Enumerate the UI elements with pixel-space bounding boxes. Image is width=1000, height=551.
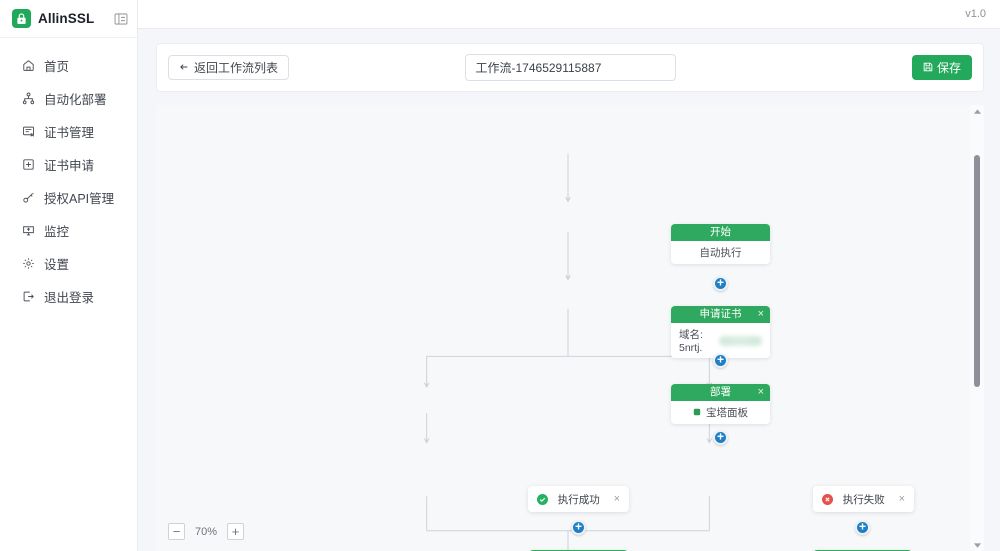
content-pad: 返回工作流列表 保存: [138, 29, 1000, 551]
sidebar-item-api-auth[interactable]: 授权API管理: [0, 181, 137, 214]
add-node-after-deploy[interactable]: +: [713, 430, 728, 445]
error-circle-icon: [822, 493, 833, 505]
node-deploy-body-text: 宝塔面板: [706, 407, 748, 419]
node-deploy-body: 宝塔面板: [671, 401, 770, 424]
save-label: 保存: [936, 61, 961, 75]
node-start-body-text: 自动执行: [699, 247, 742, 259]
sidebar-item-monitor[interactable]: 监控: [0, 214, 137, 247]
node-deploy-header: 部署 ×: [671, 384, 770, 401]
brand-header: AllinSSL: [0, 0, 137, 38]
key-icon: [21, 191, 35, 205]
sidebar-nav: 首页 自动化部署: [0, 38, 137, 313]
workflow-toolbar: 返回工作流列表 保存: [156, 43, 984, 92]
logout-icon: [21, 290, 35, 304]
sidebar-item-label: 首页: [44, 60, 70, 74]
add-node-after-start[interactable]: +: [713, 276, 728, 291]
zoom-level-label: 70%: [194, 525, 218, 538]
node-apply-cert-domain: 域名: 5nrtj.: [679, 329, 703, 354]
check-circle-icon: [537, 493, 548, 505]
sidebar-item-label: 设置: [44, 258, 70, 272]
node-start[interactable]: 开始 自动执行: [671, 224, 770, 264]
node-start-body: 自动执行: [671, 241, 770, 264]
certificate-icon: [21, 125, 35, 139]
node-branch-success[interactable]: 执行成功 ×: [528, 486, 629, 512]
caret-down-icon[interactable]: [970, 539, 984, 551]
gear-icon: [21, 257, 35, 271]
node-apply-cert[interactable]: 申请证书 × 域名: 5nrtj.: [671, 306, 770, 358]
sidebar-item-label: 监控: [44, 225, 70, 239]
zoom-out-button[interactable]: −: [168, 523, 185, 540]
close-icon[interactable]: ×: [898, 493, 905, 505]
flow-nodes: 开始 自动执行 + 申请证书 ×: [156, 105, 984, 551]
sidebar-item-label: 自动化部署: [44, 93, 107, 107]
node-start-header: 开始: [671, 224, 770, 241]
add-node-after-apply-cert[interactable]: +: [713, 353, 728, 368]
node-deploy-title: 部署: [710, 386, 731, 398]
sidebar: AllinSSL 首页: [0, 0, 138, 551]
sidebar-item-logout[interactable]: 退出登录: [0, 280, 137, 313]
back-to-list-label: 返回工作流列表: [194, 61, 279, 75]
sidebar-item-home[interactable]: 首页: [0, 49, 137, 82]
node-deploy[interactable]: 部署 × 宝塔面板: [671, 384, 770, 424]
sitemap-icon: [21, 92, 35, 106]
add-node-after-branch-success[interactable]: +: [571, 520, 586, 535]
workflow-name-wrap: [157, 54, 983, 81]
zoom-controls: − 70% +: [168, 523, 244, 540]
lock-icon: [12, 9, 31, 28]
flow-canvas-wrap[interactable]: 开始 自动执行 + 申请证书 ×: [156, 105, 984, 551]
save-icon: [923, 61, 933, 75]
canvas-vertical-scrollbar[interactable]: [970, 105, 984, 551]
monitor-icon: [21, 224, 35, 238]
brand-name: AllinSSL: [38, 11, 95, 26]
flow-canvas[interactable]: 开始 自动执行 + 申请证书 ×: [156, 105, 984, 551]
home-icon: [21, 59, 35, 73]
node-start-title: 开始: [710, 226, 731, 238]
back-to-list-button[interactable]: 返回工作流列表: [168, 55, 290, 80]
caret-up-icon[interactable]: [970, 105, 984, 117]
close-icon[interactable]: ×: [757, 308, 764, 320]
node-apply-cert-body: 域名: 5nrtj.: [671, 323, 770, 358]
add-node-after-branch-fail[interactable]: +: [855, 520, 870, 535]
node-branch-fail-label: 执行失败: [842, 493, 885, 506]
arrow-left-icon: [179, 61, 189, 75]
close-icon[interactable]: ×: [613, 493, 620, 505]
sidebar-item-label: 证书申请: [44, 159, 95, 173]
scrollbar-thumb[interactable]: [974, 155, 980, 387]
sidebar-item-settings[interactable]: 设置: [0, 247, 137, 280]
zoom-in-button[interactable]: +: [227, 523, 244, 540]
node-apply-cert-title: 申请证书: [699, 308, 742, 320]
node-branch-success-label: 执行成功: [557, 493, 600, 506]
scrollbar-track[interactable]: [970, 117, 984, 539]
sidebar-item-label: 授权API管理: [44, 192, 115, 206]
node-branch-fail[interactable]: 执行失败 ×: [813, 486, 914, 512]
plus-square-icon: [21, 158, 35, 172]
version-label: v1.0: [965, 8, 986, 20]
bt-panel-icon: [693, 407, 701, 419]
top-bar: v1.0: [138, 0, 1000, 29]
menu-collapse-icon[interactable]: [113, 11, 128, 26]
sidebar-item-label: 退出登录: [44, 291, 95, 305]
close-icon[interactable]: ×: [757, 386, 764, 398]
sidebar-item-auto-deploy[interactable]: 自动化部署: [0, 82, 137, 115]
sidebar-item-cert-manage[interactable]: 证书管理: [0, 115, 137, 148]
sidebar-item-cert-apply[interactable]: 证书申请: [0, 148, 137, 181]
sidebar-item-label: 证书管理: [44, 126, 95, 140]
save-button[interactable]: 保存: [911, 55, 972, 80]
node-apply-cert-header: 申请证书 ×: [671, 306, 770, 323]
main-area: v1.0 返回工作流列表: [138, 0, 1000, 551]
redacted-domain-chip: [718, 335, 762, 346]
workflow-name-input[interactable]: [464, 54, 676, 81]
